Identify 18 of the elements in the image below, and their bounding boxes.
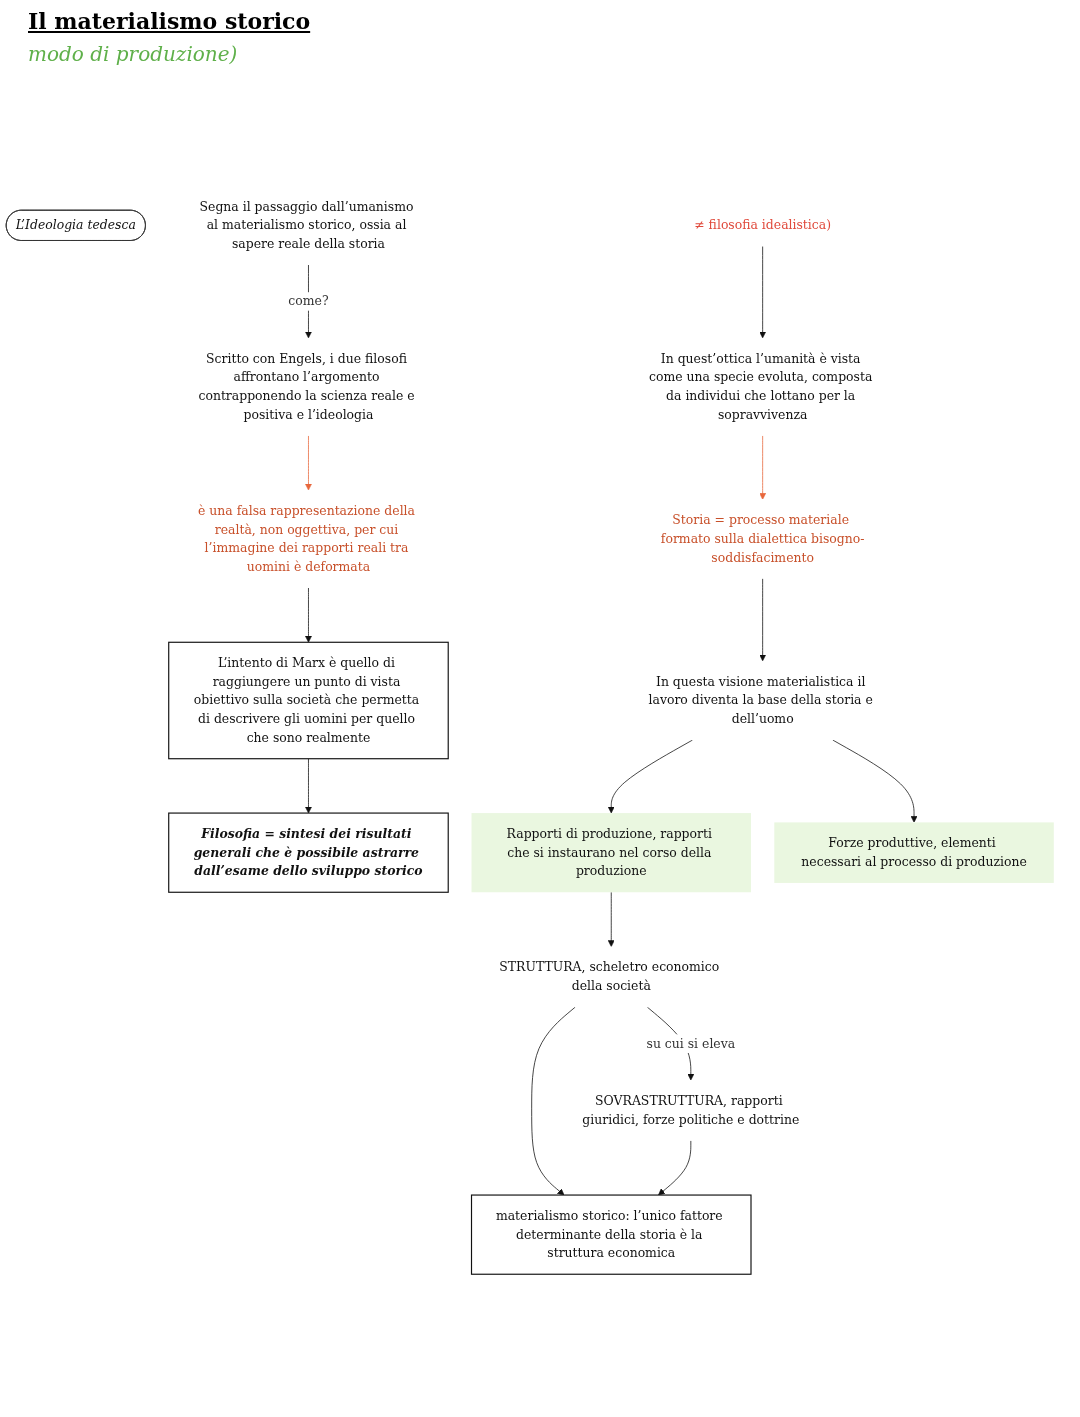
node-text: Segna il passaggio dall’umanismo al materialismo storico, ossia al sapere reale della storia — [199, 198, 414, 251]
node-text: In questa visione materialistica il lavoro diventa la base della storia e dell’uomo — [648, 674, 873, 727]
node-box: Filosofia = sintesi dei risultati generali che è possibile astrarre dall’esame dello sviluppo storico — [168, 812, 449, 893]
node-box: L’intento di Marx è quello di raggiungere un punto di vista obiettivo sulla società che permetta di descrivere gli uomini per quello che sono realmente — [168, 641, 449, 760]
node-text: Scritto con Engels, i due filosofi affrontano l’argomento contrapponendo la scienza reale e positiva e l’ideologia — [198, 351, 415, 422]
node-text: SOVRASTRUTTURA, rapporti giuridici, forze politiche e dottrine — [582, 1093, 800, 1127]
node-box: Forze produttive, elementi necessari al processo di produzione — [774, 822, 1054, 883]
node-box: Rapporti di produzione, rapporti che si instaurano nel corso della produzione — [471, 813, 751, 893]
edge-label: come? — [288, 293, 329, 309]
node-text: è una falsa rappresentazione della realtà, non oggettiva, per cui l’immagine dei rapporti reali tra uomini è deformata — [198, 503, 415, 574]
node-text: Storia = processo materiale formato sulla dialettica bisogno-soddisfacimento — [660, 512, 865, 565]
node-text: In quest’ottica l’umanità è vista come una specie evoluta, composta da individui che lottano per la sopravvivenza — [649, 351, 873, 422]
edge-label: su cui si eleva — [646, 1035, 736, 1051]
note-text: modo di produzione) — [28, 42, 239, 66]
node-text: ≠ filosofia idealistica) — [694, 217, 832, 233]
node-box: materialismo storico: l’unico fattore determinante della storia è la struttura economica — [470, 1194, 752, 1275]
title: Il materialismo storico — [28, 8, 312, 34]
node-text: STRUTTURA, scheletro economico della società — [499, 959, 720, 994]
